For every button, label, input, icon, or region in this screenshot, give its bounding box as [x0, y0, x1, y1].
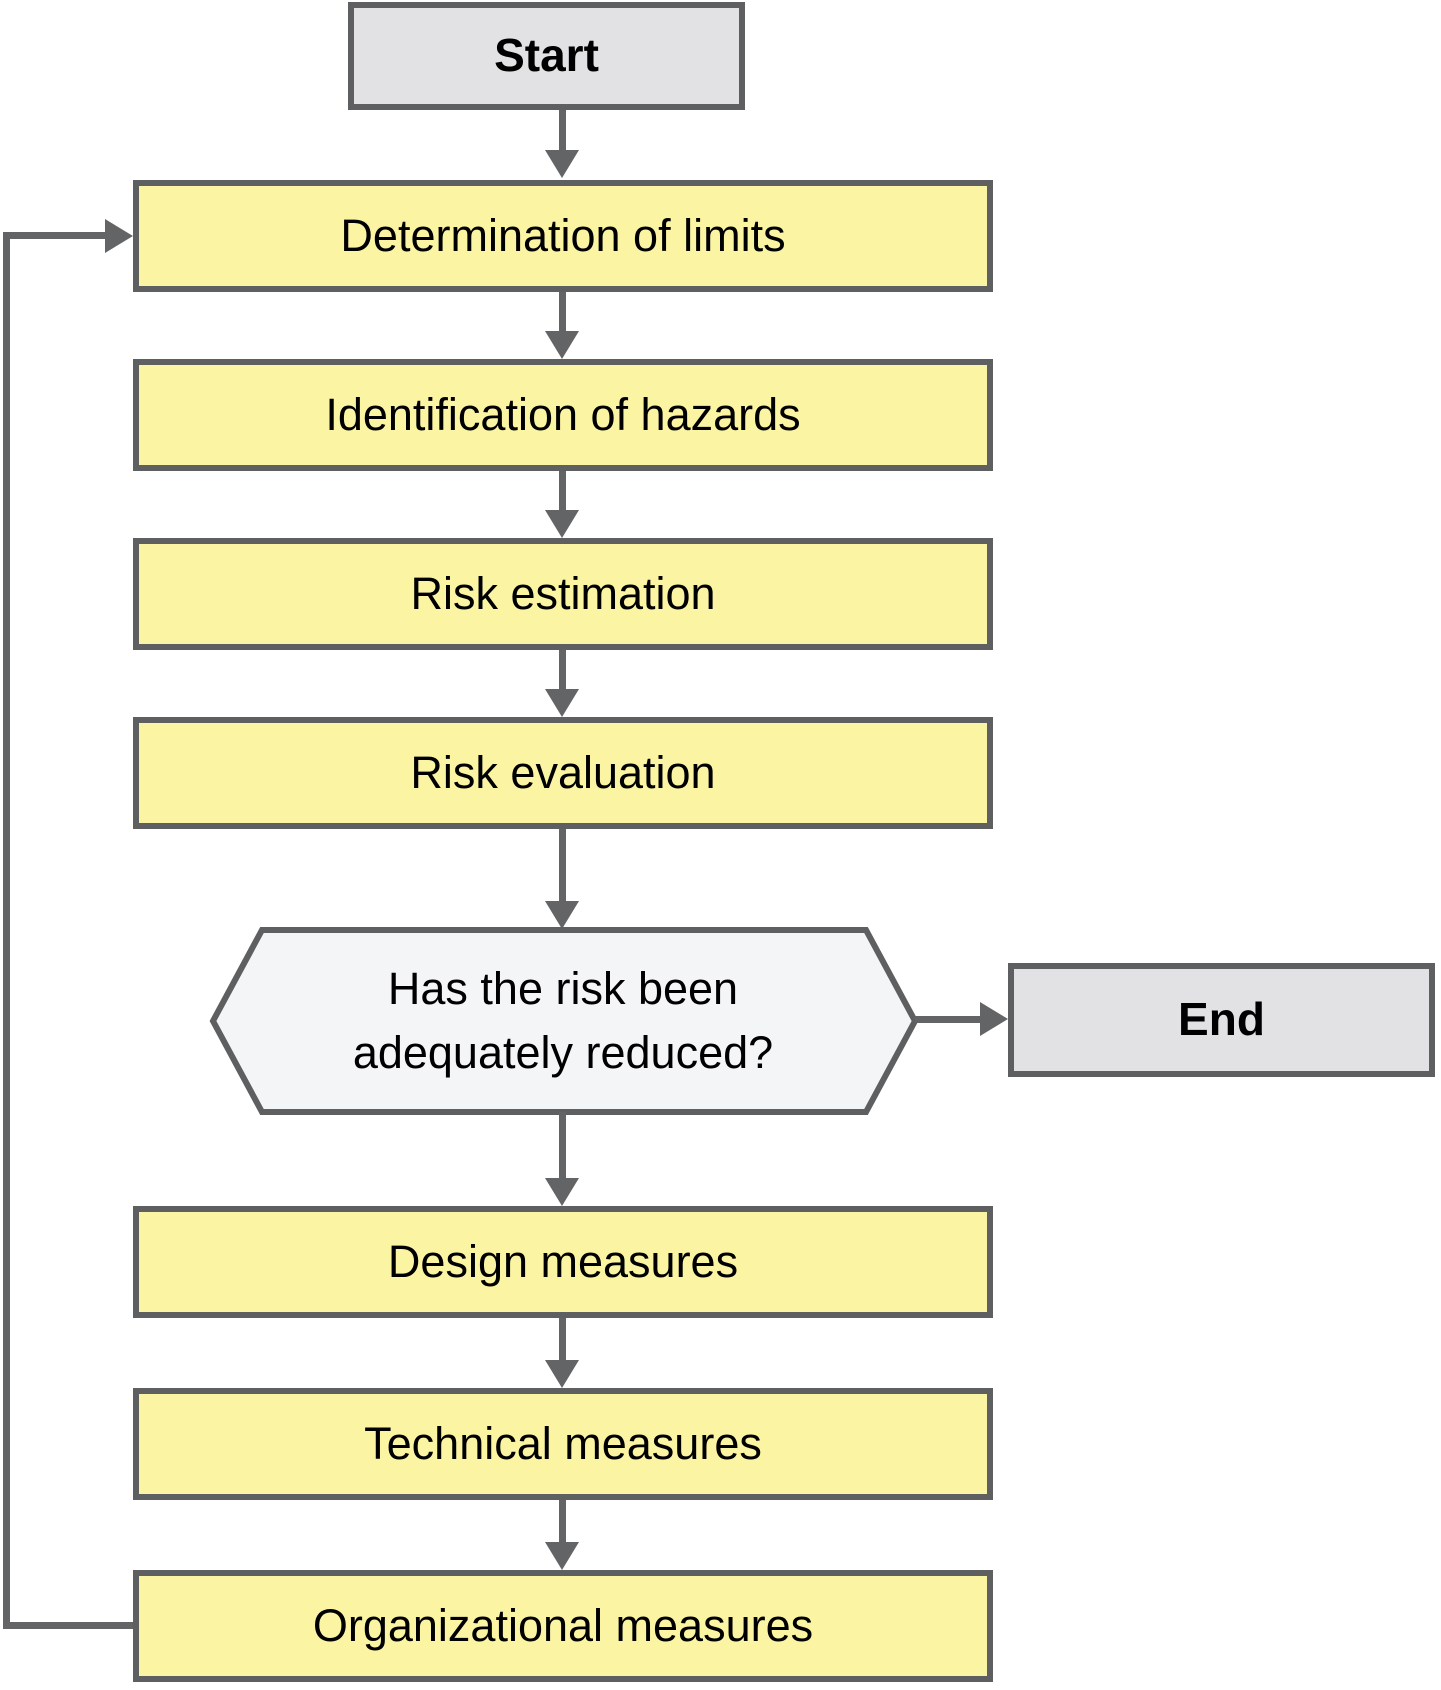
decision-question-line1: Has the risk been: [387, 962, 739, 1014]
arrow-shaft: [559, 1318, 566, 1360]
arrowhead-right-icon: [105, 219, 133, 253]
node-start: Start: [348, 2, 745, 110]
loop-top-segment: [3, 232, 107, 239]
arrow-shaft: [559, 110, 566, 152]
arrowhead-down-icon: [545, 150, 579, 178]
node-risk-estimation-label: Risk estimation: [410, 568, 716, 619]
node-identification-of-hazards: Identification of hazards: [133, 359, 993, 471]
node-end: End: [1008, 963, 1435, 1077]
arrowhead-down-icon: [545, 331, 579, 359]
arrow-shaft: [559, 1112, 566, 1178]
arrowhead-down-icon: [545, 901, 579, 929]
node-risk-evaluation-label: Risk evaluation: [410, 747, 716, 798]
node-technical-measures-label: Technical measures: [364, 1418, 762, 1469]
loop-vertical-segment: [3, 232, 10, 1629]
node-end-label: End: [1178, 993, 1265, 1046]
arrowhead-down-icon: [545, 689, 579, 717]
arrow-shaft: [915, 1016, 981, 1023]
arrow-shaft: [559, 829, 566, 901]
node-determination-of-limits: Determination of limits: [133, 180, 993, 292]
node-design-measures-label: Design measures: [387, 1236, 739, 1287]
arrowhead-right-icon: [980, 1002, 1008, 1036]
loop-bottom-segment: [3, 1622, 133, 1629]
arrowhead-down-icon: [545, 1542, 579, 1570]
node-determination-of-limits-label: Determination of limits: [340, 210, 786, 261]
node-risk-estimation: Risk estimation: [133, 538, 993, 650]
node-design-measures: Design measures: [133, 1206, 993, 1318]
arrow-shaft: [559, 1500, 566, 1542]
arrowhead-down-icon: [545, 1360, 579, 1388]
node-organizational-measures-label: Organizational measures: [312, 1600, 814, 1651]
node-start-label: Start: [494, 29, 599, 82]
node-decision-label: Has the risk been adequately reduced?: [262, 929, 864, 1112]
node-technical-measures: Technical measures: [133, 1388, 993, 1500]
arrowhead-down-icon: [545, 510, 579, 538]
node-organizational-measures: Organizational measures: [133, 1570, 993, 1682]
node-risk-evaluation: Risk evaluation: [133, 717, 993, 829]
arrow-shaft: [559, 650, 566, 689]
node-identification-of-hazards-label: Identification of hazards: [325, 389, 801, 440]
arrow-shaft: [559, 471, 566, 510]
arrowhead-down-icon: [545, 1178, 579, 1206]
arrow-shaft: [559, 292, 566, 331]
decision-question-line2: adequately reduced?: [352, 1026, 774, 1078]
